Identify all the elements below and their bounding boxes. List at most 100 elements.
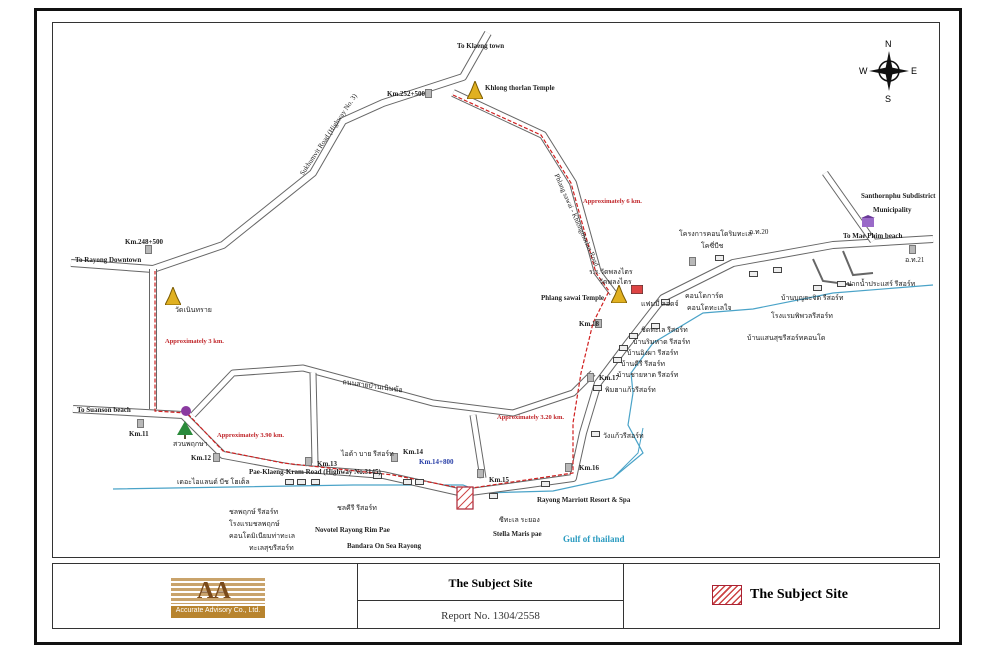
hotel-icon [591, 431, 600, 437]
label-municipality: Municipality [873, 206, 912, 214]
hotel-icon [415, 479, 424, 485]
label-pae-klaeng-road: Pae-Klaeng-Kram Road (Highway No.3145) [249, 468, 381, 476]
hotel-icon [651, 323, 660, 329]
label-hotel: บ้านริมหาด รีสอร์ท [633, 338, 690, 346]
hotel-icon [715, 255, 724, 261]
map-canvas [70, 31, 934, 510]
label-hotel: โรงแรมพิพวลรีสอร์ท [771, 312, 833, 320]
hotel-icon [813, 285, 822, 291]
company-logo: AA Accurate Advisory Co., Ltd. [171, 578, 265, 618]
label-distance-3km: Approximately 3 km. [165, 338, 224, 345]
label-hotel: คอนโดการ์ด [685, 292, 724, 300]
label-stella: Stella Maris pae [493, 530, 542, 538]
hotel-icon [629, 333, 638, 339]
label-to-rayong: To Rayong Downtown [75, 256, 142, 264]
hotel-icon [661, 299, 670, 305]
label-km-248: Km.248+500 [125, 238, 164, 246]
phlangsawai-road [451, 89, 617, 296]
hotel-icon [613, 357, 622, 363]
hotel-icon [403, 479, 412, 485]
label-km-18: Km.18 [579, 320, 600, 328]
temple-icon [467, 81, 483, 99]
label-hotel: โรงแรมชลพฤกษ์ [229, 520, 280, 528]
label-hotel: ปากน้ำประแสร์ รีสอร์ท [847, 280, 916, 288]
label-km-14-800: Km.14+800 [419, 458, 454, 466]
temple-icon [611, 285, 627, 303]
label-hotel: คอนโดมิเนียมท่าทะเล [229, 532, 296, 540]
location-map: N S E W To Klaeng town To Rayong Downtow… [52, 22, 940, 558]
hotel-icon [373, 473, 382, 479]
route-line [154, 94, 610, 490]
label-km-12: Km.12 [191, 454, 212, 462]
label-hotel: แฟมมี่ ลอดจ์ [641, 300, 679, 308]
logo-mark: AA [197, 578, 231, 604]
km-post-icon [565, 463, 572, 472]
km-post-icon [213, 453, 220, 462]
hotel-icon [749, 271, 758, 277]
label-km-14: Km.14 [403, 448, 424, 456]
label-hotel: พิมฮาแก้วรีสอร์ท [605, 386, 656, 394]
km-post-icon [425, 89, 432, 98]
label-km-11: Km.11 [129, 430, 149, 438]
label-distance-390km: Approximately 3.90 km. [217, 432, 285, 439]
km-post-icon [477, 469, 484, 478]
label-hotel: บ้านอิงผา รีสอร์ท [627, 349, 679, 357]
label-km-13: Km.13 [317, 460, 338, 468]
label-marriott: Rayong Marriott Resort & Spa [537, 496, 631, 504]
label-distance-6km: Approximately 6 km. [583, 198, 642, 205]
site-title: The Subject Site [448, 576, 533, 590]
km-post-icon [587, 373, 594, 382]
divider [358, 600, 623, 601]
label-santhon: Santhornphu Subdistrict [861, 192, 936, 200]
hotel-icon [593, 385, 602, 391]
label-khlong-temple: Khlong thorlan Temple [485, 84, 555, 92]
tree-icon [177, 421, 193, 439]
label-hotel: ซีทะเล ระยอง [499, 516, 540, 524]
label-novotel: Novotel Rayong Rim Pae [315, 526, 390, 534]
compass-s: S [885, 94, 891, 103]
sukhumvit-road [70, 31, 492, 273]
hotel-icon [837, 281, 846, 287]
km-post-icon [145, 245, 152, 254]
label-hotel: ไอด้า บาย รีสอร์ท [341, 450, 394, 458]
label-hotel: โคซี่บีช [701, 242, 724, 250]
km-post-icon [305, 457, 312, 466]
km-post-icon [391, 453, 398, 462]
compass-e: E [911, 66, 917, 76]
temple-icon [165, 287, 181, 305]
report-info-cell: The Subject Site Report No. 1304/2558 [358, 564, 624, 628]
label-wat-thai: วัดพลงไตร [599, 278, 632, 286]
hotel-icon [773, 267, 782, 273]
report-number: Report No. 1304/2558 [441, 610, 540, 622]
label-km-15: Km.15 [489, 476, 510, 484]
hotel-icon [619, 345, 628, 351]
hotel-icon [489, 493, 498, 499]
label-park: สวนพฤกษา [173, 440, 208, 448]
km-post-icon [689, 257, 696, 266]
label-to-maephim: To Mae Phim beach [843, 232, 903, 240]
compass-w: W [859, 66, 868, 76]
compass-icon: N S E W [859, 39, 917, 103]
label-km-252: Km.252+500 [387, 90, 426, 98]
label-hotel: บ้านชายหาด รีสอร์ท [617, 371, 679, 379]
municipality-icon [861, 215, 875, 227]
canal [612, 427, 644, 479]
label-km-17: Km.17 [599, 374, 620, 382]
label-hotel: ชลคีรี รีสอร์ท [337, 504, 377, 512]
km-post-icon [137, 419, 144, 428]
compass-n: N [885, 39, 892, 49]
km-post-icon [595, 319, 602, 328]
legend-cell: The Subject Site [624, 564, 939, 628]
label-gulf: Gulf of thailand [563, 534, 625, 544]
label-distance-320km: Approximately 3.20 km. [497, 414, 565, 421]
label-ot-20: อ.ท.20 [749, 228, 769, 236]
company-logo-cell: AA Accurate Advisory Co., Ltd. [53, 564, 358, 628]
label-hotel: บ้านบุญยะจิต รีสอร์ท [781, 294, 844, 302]
hospital-icon [181, 406, 191, 416]
label-school: ร.ร.วัดพลงไตร [589, 268, 633, 276]
label-hotel: ทะเลสุขรีสอร์ท [249, 544, 294, 552]
label-wat-en: วัดเนินทราย [175, 306, 212, 314]
school-icon [631, 285, 643, 294]
hotel-icon [285, 479, 294, 485]
legend-swatch [712, 585, 742, 605]
